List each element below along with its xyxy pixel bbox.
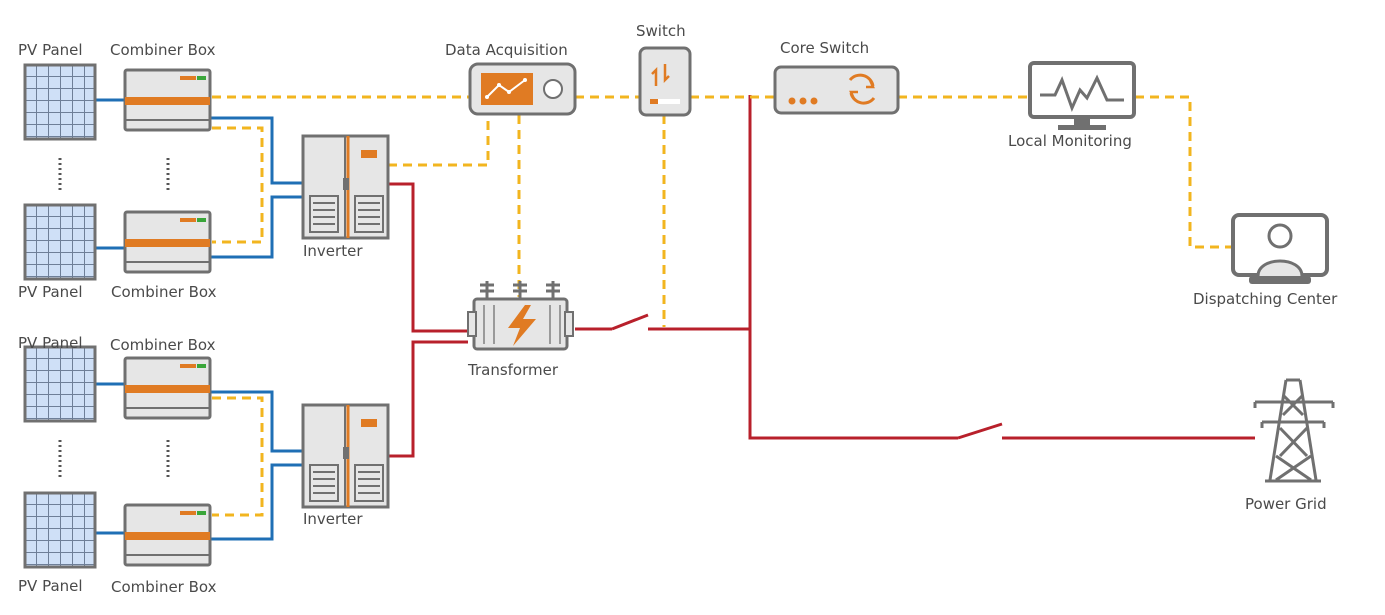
data-acquisition-label: Data Acquisition [445,41,568,59]
inverter-icon [301,134,390,240]
core-switch-icon [773,65,900,115]
pv-panel-icon [23,63,97,141]
ac-power-lines [388,95,1255,458]
combiner-box-icon [123,356,212,420]
transformer-label: Transformer [467,361,559,379]
pv-panel-label: PV Panel [18,577,83,595]
combiner-box-label: Combiner Box [110,336,216,354]
pv-panel-label: PV Panel [18,334,83,352]
combiner-box-label: Combiner Box [111,578,217,596]
pv-panel-label: PV Panel [18,41,83,59]
combiner-box-icon [123,68,212,132]
combiner-box-icon [123,503,212,567]
ellipsis-dots [58,158,170,478]
inverter-label: Inverter [303,510,363,528]
pv-panel-label: PV Panel [18,283,83,301]
transformer-icon [467,281,574,351]
data-acquisition-icon [468,62,577,116]
data-links [212,95,1233,517]
combiner-box-label: Combiner Box [110,41,216,59]
dispatcher-icon [1231,213,1329,284]
core-switch-label: Core Switch [780,39,869,57]
power-grid-label: Power Grid [1245,495,1327,513]
local-monitoring-label: Local Monitoring [1008,132,1132,150]
transmission-tower-icon [1253,378,1335,483]
dispatching-center-label: Dispatching Center [1193,290,1338,308]
combiner-box-icon [123,210,212,274]
pv-panel-icon [23,203,97,281]
switch-icon [638,46,692,117]
monitor-icon [1028,61,1136,130]
pv-panel-icon [23,345,97,423]
dc-cabling [95,98,303,541]
pv-panel-icon [23,491,97,569]
inverter-icon [301,403,390,509]
combiner-box-label: Combiner Box [111,283,217,301]
switch-label: Switch [636,22,686,40]
inverter-label: Inverter [303,242,363,260]
